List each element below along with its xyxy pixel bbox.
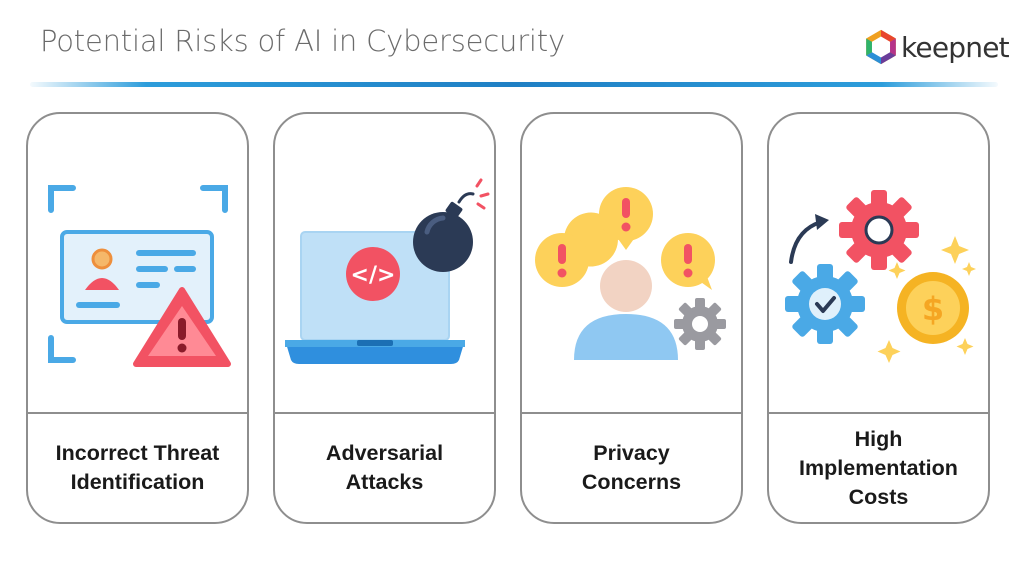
keepnet-logo-icon	[866, 29, 896, 65]
risk-card-high-costs: $ High Implementation Costs	[767, 112, 990, 524]
card-divider	[769, 412, 988, 414]
id-card-warning-icon	[48, 185, 231, 367]
risk-card-adversarial-attacks: </> Adversarial Attacks	[273, 112, 496, 524]
laptop-bomb-icon: </>	[285, 178, 490, 364]
card-label: Incorrect Threat Identification	[55, 441, 220, 494]
brand-logo: keepnet	[862, 27, 1010, 67]
title-divider	[30, 82, 998, 87]
card-divider	[28, 412, 247, 414]
page-title: Potential Risks of AI in Cybersecurity	[40, 24, 565, 58]
card-divider	[275, 412, 494, 414]
gears-coin-icon: $	[785, 190, 976, 363]
svg-text:$: $	[922, 290, 944, 328]
card-label: Adversarial Attacks	[325, 441, 444, 494]
svg-text:</>: </>	[351, 263, 396, 288]
risk-card-privacy-concerns: Privacy Concerns	[520, 112, 743, 524]
user-alerts-icon	[535, 187, 726, 360]
card-label: Privacy Concerns	[581, 441, 682, 494]
logo-text: keepnet	[901, 30, 1010, 64]
risk-card-incorrect-threat: Incorrect Threat Identification	[26, 112, 249, 524]
card-divider	[522, 412, 741, 414]
card-label: High Implementation Costs	[799, 426, 958, 509]
